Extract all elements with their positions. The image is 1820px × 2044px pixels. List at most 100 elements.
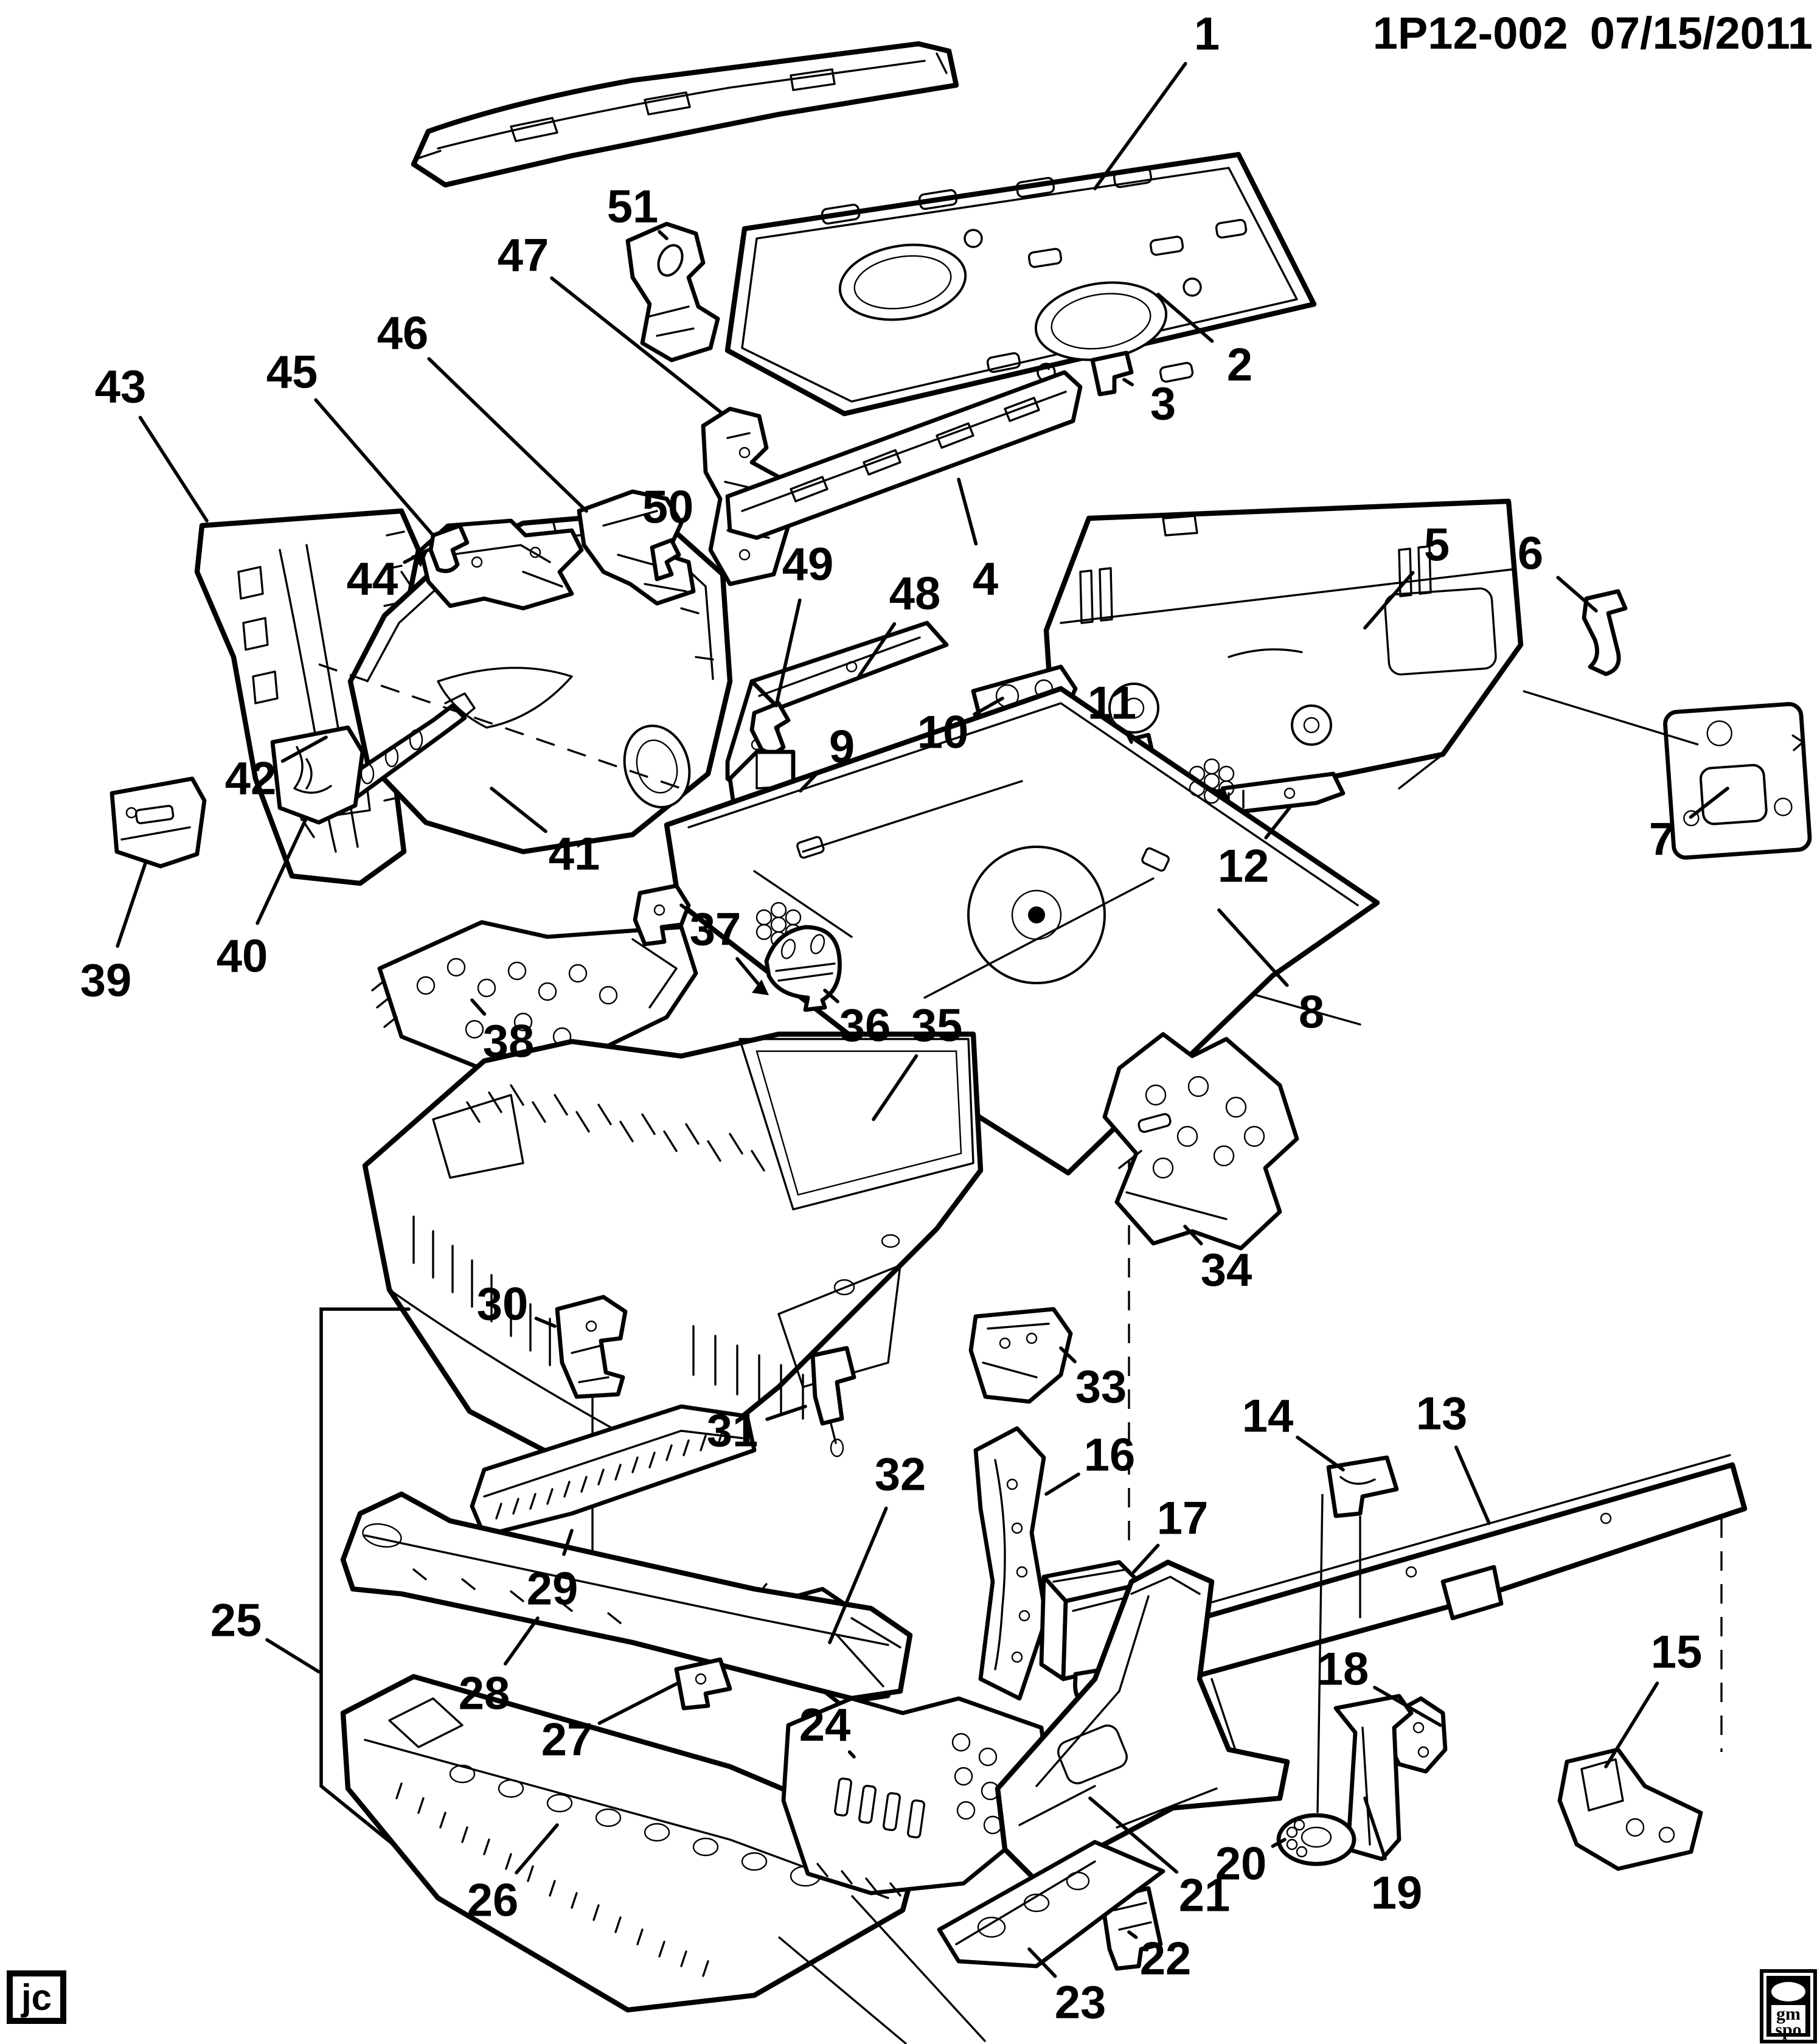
diagram-line <box>623 725 691 808</box>
callout-24: 24 <box>799 1700 851 1751</box>
diagram-line <box>1384 587 1497 676</box>
diagram-line <box>340 1674 923 2013</box>
diagram-line <box>986 352 1021 374</box>
logo-line-2: spo <box>1775 2020 1801 2040</box>
callout-leader-2 <box>1156 293 1214 343</box>
diagram-line <box>1079 545 1432 624</box>
diagram-line <box>446 958 466 977</box>
diagram-line <box>444 692 476 721</box>
diagram-line <box>1011 1522 1023 1534</box>
diagram-line <box>432 1094 524 1179</box>
callout-25: 25 <box>210 1595 262 1647</box>
diagram-line <box>735 957 763 990</box>
diagram-line <box>777 1264 901 1388</box>
part-7 <box>1663 701 1812 860</box>
diagram-line <box>1052 1568 1133 1612</box>
part-16 <box>973 1426 1049 1701</box>
diagram-line <box>1316 1493 1324 1813</box>
callout-leader-27 <box>597 1682 678 1725</box>
diagram-line <box>741 391 1067 512</box>
diagram-line <box>1706 720 1732 746</box>
diagram-line <box>1225 1096 1247 1118</box>
callout-leader-18 <box>1373 1686 1442 1727</box>
callout-leader-16 <box>1044 1472 1080 1496</box>
diagram-line <box>1293 1819 1305 1831</box>
diagram-line <box>449 1764 476 1784</box>
drawing-number: 1P12-002 <box>1373 8 1568 58</box>
callout-4: 4 <box>973 554 998 605</box>
diagram-line <box>1301 1826 1332 1848</box>
diagram-line <box>796 836 825 859</box>
callout-11: 11 <box>1088 678 1136 729</box>
explode-lines-23 <box>777 1894 987 2044</box>
diagram-line <box>1141 847 1170 872</box>
diagram-line <box>1026 1332 1038 1344</box>
diagram-line <box>1162 515 1303 658</box>
diagram-line <box>1339 1476 1376 1485</box>
diagram-line <box>810 934 825 954</box>
diagram-line <box>546 1793 573 1813</box>
diagram-line <box>644 1823 670 1842</box>
diagram-line <box>937 1840 1165 1969</box>
diagram-line <box>495 1430 724 1520</box>
callout-leader-42 <box>280 735 328 763</box>
author-stamp-text: jc <box>21 1977 52 2018</box>
callout-6: 6 <box>1518 528 1543 580</box>
diagram-line <box>1027 248 1063 268</box>
callout-leader-39 <box>116 860 148 948</box>
diagram-line <box>816 1863 901 1897</box>
callout-leader-46 <box>427 356 588 513</box>
diagram-line <box>821 167 1248 383</box>
callout-42: 42 <box>225 753 277 805</box>
diagram-line <box>412 1215 826 1420</box>
callout-13: 13 <box>1416 1388 1468 1440</box>
callout-leader-24 <box>847 1750 856 1759</box>
diagram-line <box>1155 1454 1731 1619</box>
diagram-line <box>1018 1785 1218 1829</box>
callout-34: 34 <box>1201 1245 1252 1296</box>
diagram-line <box>956 1801 976 1820</box>
part-20 <box>1276 1493 1356 1866</box>
callout-leader-30 <box>534 1316 557 1328</box>
callout-leader-49 <box>774 598 802 707</box>
diagram-line <box>1130 1576 1201 1595</box>
diagram-line <box>412 1568 622 1624</box>
callout-leader-51 <box>658 229 669 240</box>
diagram-line <box>951 1733 971 1752</box>
callout-leader-47 <box>550 276 724 415</box>
callout-leader-25 <box>265 1638 321 1674</box>
callout-21: 21 <box>1179 1870 1231 1922</box>
callout-40: 40 <box>217 931 268 982</box>
callout-leader-40 <box>255 816 308 925</box>
diagram-line <box>585 1320 597 1332</box>
callout-leader-6 <box>1556 575 1598 613</box>
diagram-line <box>1183 277 1202 297</box>
callout-leader-34 <box>1183 1225 1203 1246</box>
diagram-line <box>1035 1595 1237 1787</box>
part-36 <box>764 925 842 1012</box>
diagram-line <box>417 52 948 159</box>
diagram-line <box>741 1852 768 1871</box>
callout-leader-15 <box>1604 1681 1659 1768</box>
diagram-line <box>964 229 983 248</box>
callout-22: 22 <box>1140 1933 1192 1985</box>
callout-43: 43 <box>95 361 147 413</box>
logo-ellipse <box>1771 1982 1805 2001</box>
diagram-line <box>1113 167 1153 189</box>
callout-leader-32 <box>828 1506 888 1644</box>
diagram-line <box>753 780 1155 999</box>
diagram-line <box>109 776 207 869</box>
diagram-line <box>1243 1125 1265 1147</box>
diagram-line <box>999 1337 1011 1349</box>
diagram-line <box>411 41 959 188</box>
diagram-line <box>838 243 967 321</box>
callout-1: 1 <box>1194 9 1220 60</box>
part-6 <box>1582 589 1628 676</box>
diagram-line <box>362 1523 402 1548</box>
diagram-line <box>833 1777 926 1839</box>
diagram-line <box>780 939 796 959</box>
diagram-line <box>1011 1651 1023 1663</box>
callout-26: 26 <box>467 1875 519 1927</box>
callout-leader-35 <box>872 1054 919 1121</box>
